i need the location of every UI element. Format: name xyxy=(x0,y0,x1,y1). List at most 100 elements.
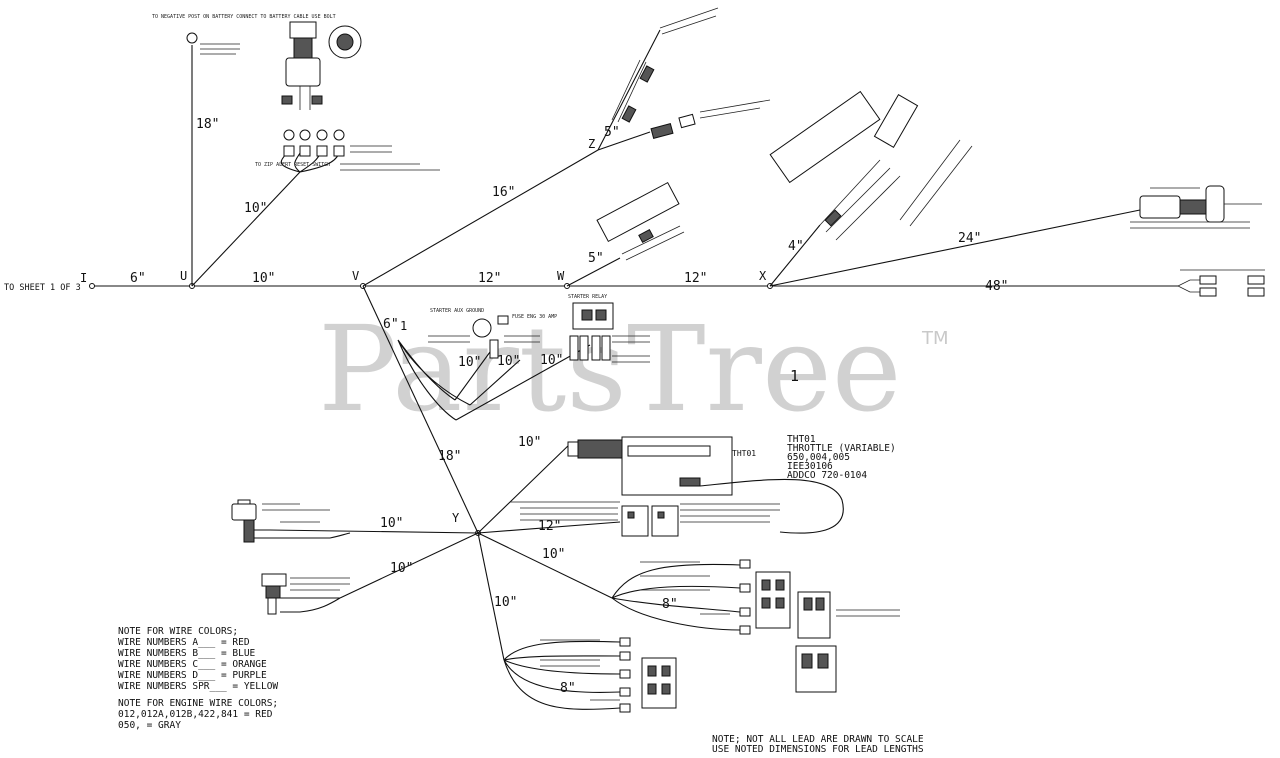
dim-48: 48" xyxy=(985,279,1008,294)
dim-10-s2: 10" xyxy=(497,354,520,369)
ign-note: TO ZIP ALERT RESET SWITCH xyxy=(255,162,330,168)
key-switch-inner xyxy=(336,33,354,51)
y-right-lead xyxy=(477,521,621,534)
relay-lead xyxy=(455,344,591,421)
starter-relay-body xyxy=(572,302,614,330)
trunk-dimensions: 6" 10" 12" 12" 48" xyxy=(130,271,1008,294)
lower-left-connector xyxy=(261,573,350,615)
x-right-lead xyxy=(769,209,1141,287)
throttle-line-5: ADDCO 720-0104 xyxy=(787,470,867,481)
y-lower-left-lead xyxy=(339,532,479,599)
ign-tags xyxy=(340,145,440,171)
throttle-line-4: IEE30106 xyxy=(787,461,833,472)
z-branch: 16" 5" xyxy=(362,7,771,287)
starter-relay: STARTER RELAY xyxy=(568,294,614,361)
w-label-box xyxy=(596,181,680,243)
throttle: THT01 THT01 THROTTLE (VARIABLE) 650,004,… xyxy=(567,434,896,534)
battery-note: TO NEGATIVE POST ON BATTERY CONNECT TO B… xyxy=(152,14,336,20)
fuse-lead xyxy=(469,359,521,406)
y-lower-lead xyxy=(477,532,613,599)
right-connector-head xyxy=(1205,185,1225,223)
x-tags xyxy=(819,139,973,241)
w-tags xyxy=(621,225,685,261)
dim-5-z: 5" xyxy=(604,125,620,140)
scale-note-line-1: NOTE; NOT ALL LEAD ARE DRAWN TO SCALE xyxy=(712,734,924,745)
throttle-box-label: THT01 xyxy=(732,449,756,458)
ignition-branch: 10" TO ZIP ALERT RESET SWITCH xyxy=(191,21,440,287)
throttle-loop xyxy=(699,478,844,534)
right-connector xyxy=(1130,185,1262,229)
node-u-label: U xyxy=(180,269,187,283)
dim-5-w: 5" xyxy=(588,251,604,266)
battery-tags xyxy=(200,43,240,55)
switch-module-a xyxy=(755,571,791,629)
wire-color-line-4: WIRE NUMBERS D___ = PURPLE xyxy=(118,670,267,681)
solenoid xyxy=(281,21,323,110)
dim-8-b: 8" xyxy=(560,681,576,696)
scale-note: NOTE; NOT ALL LEAD ARE DRAWN TO SCALE US… xyxy=(712,734,924,755)
dim-10-lower: 10" xyxy=(542,547,565,562)
dim-10-s3: 10" xyxy=(540,353,563,368)
node-x-label: X xyxy=(759,269,767,283)
starter-ground-stud xyxy=(472,318,492,338)
watermark-tm: TM xyxy=(921,328,949,349)
key-switch xyxy=(328,25,362,59)
x-label-box-1 xyxy=(769,90,881,184)
x-label-box-2 xyxy=(873,94,919,148)
y-right-connectors xyxy=(510,501,780,537)
starter-aux-note: STARTER AUX GROUND xyxy=(430,308,484,314)
left-connector-head xyxy=(231,503,257,521)
dim-18-top: 18" xyxy=(196,117,219,132)
dim-6-v: 6" xyxy=(383,317,399,332)
dim-4: 4" xyxy=(788,239,804,254)
node-w-label: W xyxy=(557,269,565,283)
right-connector-body xyxy=(1139,195,1181,219)
node-i-label: I xyxy=(80,271,87,285)
trunk-end xyxy=(89,283,95,289)
dim-18-mid: 18" xyxy=(438,449,461,464)
lower-harness: 6" 18" 1 10" 10" 10" STARTER AUX GROUND … xyxy=(231,285,900,713)
engine-color-note: NOTE FOR ENGINE WIRE COLORS; 012,012A,01… xyxy=(118,698,278,731)
solenoid-body xyxy=(285,57,321,87)
solenoid-cap xyxy=(293,37,313,59)
node-v-label: V xyxy=(352,269,359,283)
switch-module-c xyxy=(795,645,837,693)
ignition-terminals xyxy=(283,129,345,157)
throttle-plug xyxy=(567,441,579,457)
dim-12-a: 12" xyxy=(478,271,501,286)
node-z-label: Z xyxy=(588,137,595,151)
engine-color-title: NOTE FOR ENGINE WIRE COLORS; xyxy=(118,698,278,709)
throttle-lead xyxy=(477,441,573,534)
x-up-lead xyxy=(769,224,821,287)
y-down-lead xyxy=(477,532,505,661)
node-y-label: Y xyxy=(452,511,460,525)
far-right-terminal xyxy=(1177,269,1265,297)
part-callout-large: 1 xyxy=(790,367,799,385)
left-connector xyxy=(231,499,351,543)
dim-10-thr: 10" xyxy=(518,435,541,450)
v-to-z-lead xyxy=(362,149,599,287)
right-connector-plug xyxy=(1179,199,1207,215)
dim-10-left: 10" xyxy=(380,516,403,531)
battery-ring-terminal xyxy=(186,32,198,44)
main-trunk: TO SHEET 1 OF 3 xyxy=(4,283,1178,293)
switch-module-d xyxy=(641,657,677,709)
starter-relay-label: STARTER RELAY xyxy=(568,294,607,300)
dim-10-down: 10" xyxy=(494,595,517,610)
x-branch: 4" 24" xyxy=(769,90,1265,297)
harness-bottom: 8" xyxy=(503,637,677,713)
dim-6: 6" xyxy=(130,271,146,286)
w-lead xyxy=(566,257,621,287)
wire-color-note: NOTE FOR WIRE COLORS; WIRE NUMBERS A___ … xyxy=(118,626,278,692)
wire-color-line-1: WIRE NUMBERS A___ = RED xyxy=(118,637,250,648)
w-branch: 5" xyxy=(566,181,685,287)
y-left-lead xyxy=(269,529,479,534)
sheet-ref-label: TO SHEET 1 OF 3 xyxy=(4,283,81,293)
starter-tags xyxy=(428,335,650,363)
dim-8-a: 8" xyxy=(662,597,678,612)
dim-12-b: 12" xyxy=(684,271,707,286)
battery-branch: 18" TO NEGATIVE POST ON BATTERY CONNECT … xyxy=(152,14,336,286)
throttle-line-3: 650,004,005 xyxy=(787,452,850,463)
dim-12-right: 12" xyxy=(538,519,561,534)
